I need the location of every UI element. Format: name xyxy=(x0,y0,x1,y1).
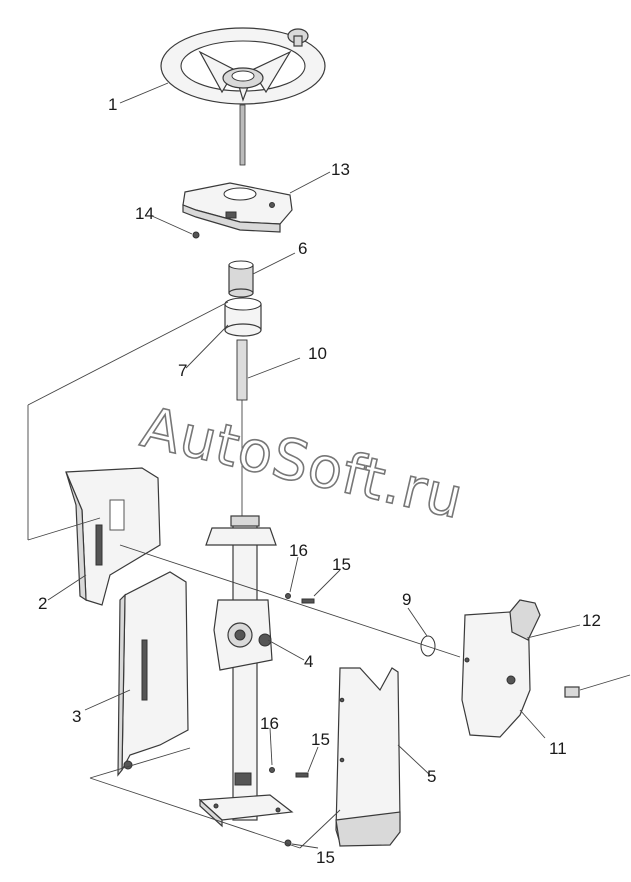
callout-3: 3 xyxy=(72,707,82,726)
callout-16-top: 16 xyxy=(289,541,308,560)
callout-13: 13 xyxy=(331,160,350,179)
steering-wheel xyxy=(160,27,326,166)
callout-16-bottom: 16 xyxy=(260,714,279,733)
cover-11 xyxy=(461,599,541,738)
steering-column xyxy=(198,515,294,828)
callout-6: 6 xyxy=(298,239,308,258)
callout-2: 2 xyxy=(38,594,48,613)
bushing-7 xyxy=(224,297,262,337)
callout-14: 14 xyxy=(135,204,154,223)
cover-3 xyxy=(117,571,189,777)
cover-2 xyxy=(65,467,161,606)
top-cover xyxy=(182,182,293,233)
screw-14 xyxy=(192,231,200,239)
cover-5 xyxy=(335,667,401,847)
callout-5: 5 xyxy=(427,767,437,786)
leader-lines xyxy=(27,82,631,849)
callout-1: 1 xyxy=(108,95,118,114)
steering-shaft xyxy=(236,339,248,520)
callout-15-bottom: 15 xyxy=(316,848,335,867)
callout-9: 9 xyxy=(402,590,412,609)
callout-12: 12 xyxy=(582,611,601,630)
callout-10: 10 xyxy=(308,344,327,363)
callout-7: 7 xyxy=(178,361,188,380)
callout-11: 11 xyxy=(549,739,567,758)
callout-4: 4 xyxy=(304,652,314,671)
button-12 xyxy=(564,686,580,698)
callout-15-middle: 15 xyxy=(311,730,330,749)
bushing-6 xyxy=(228,260,254,298)
callout-15-top: 15 xyxy=(332,555,351,574)
